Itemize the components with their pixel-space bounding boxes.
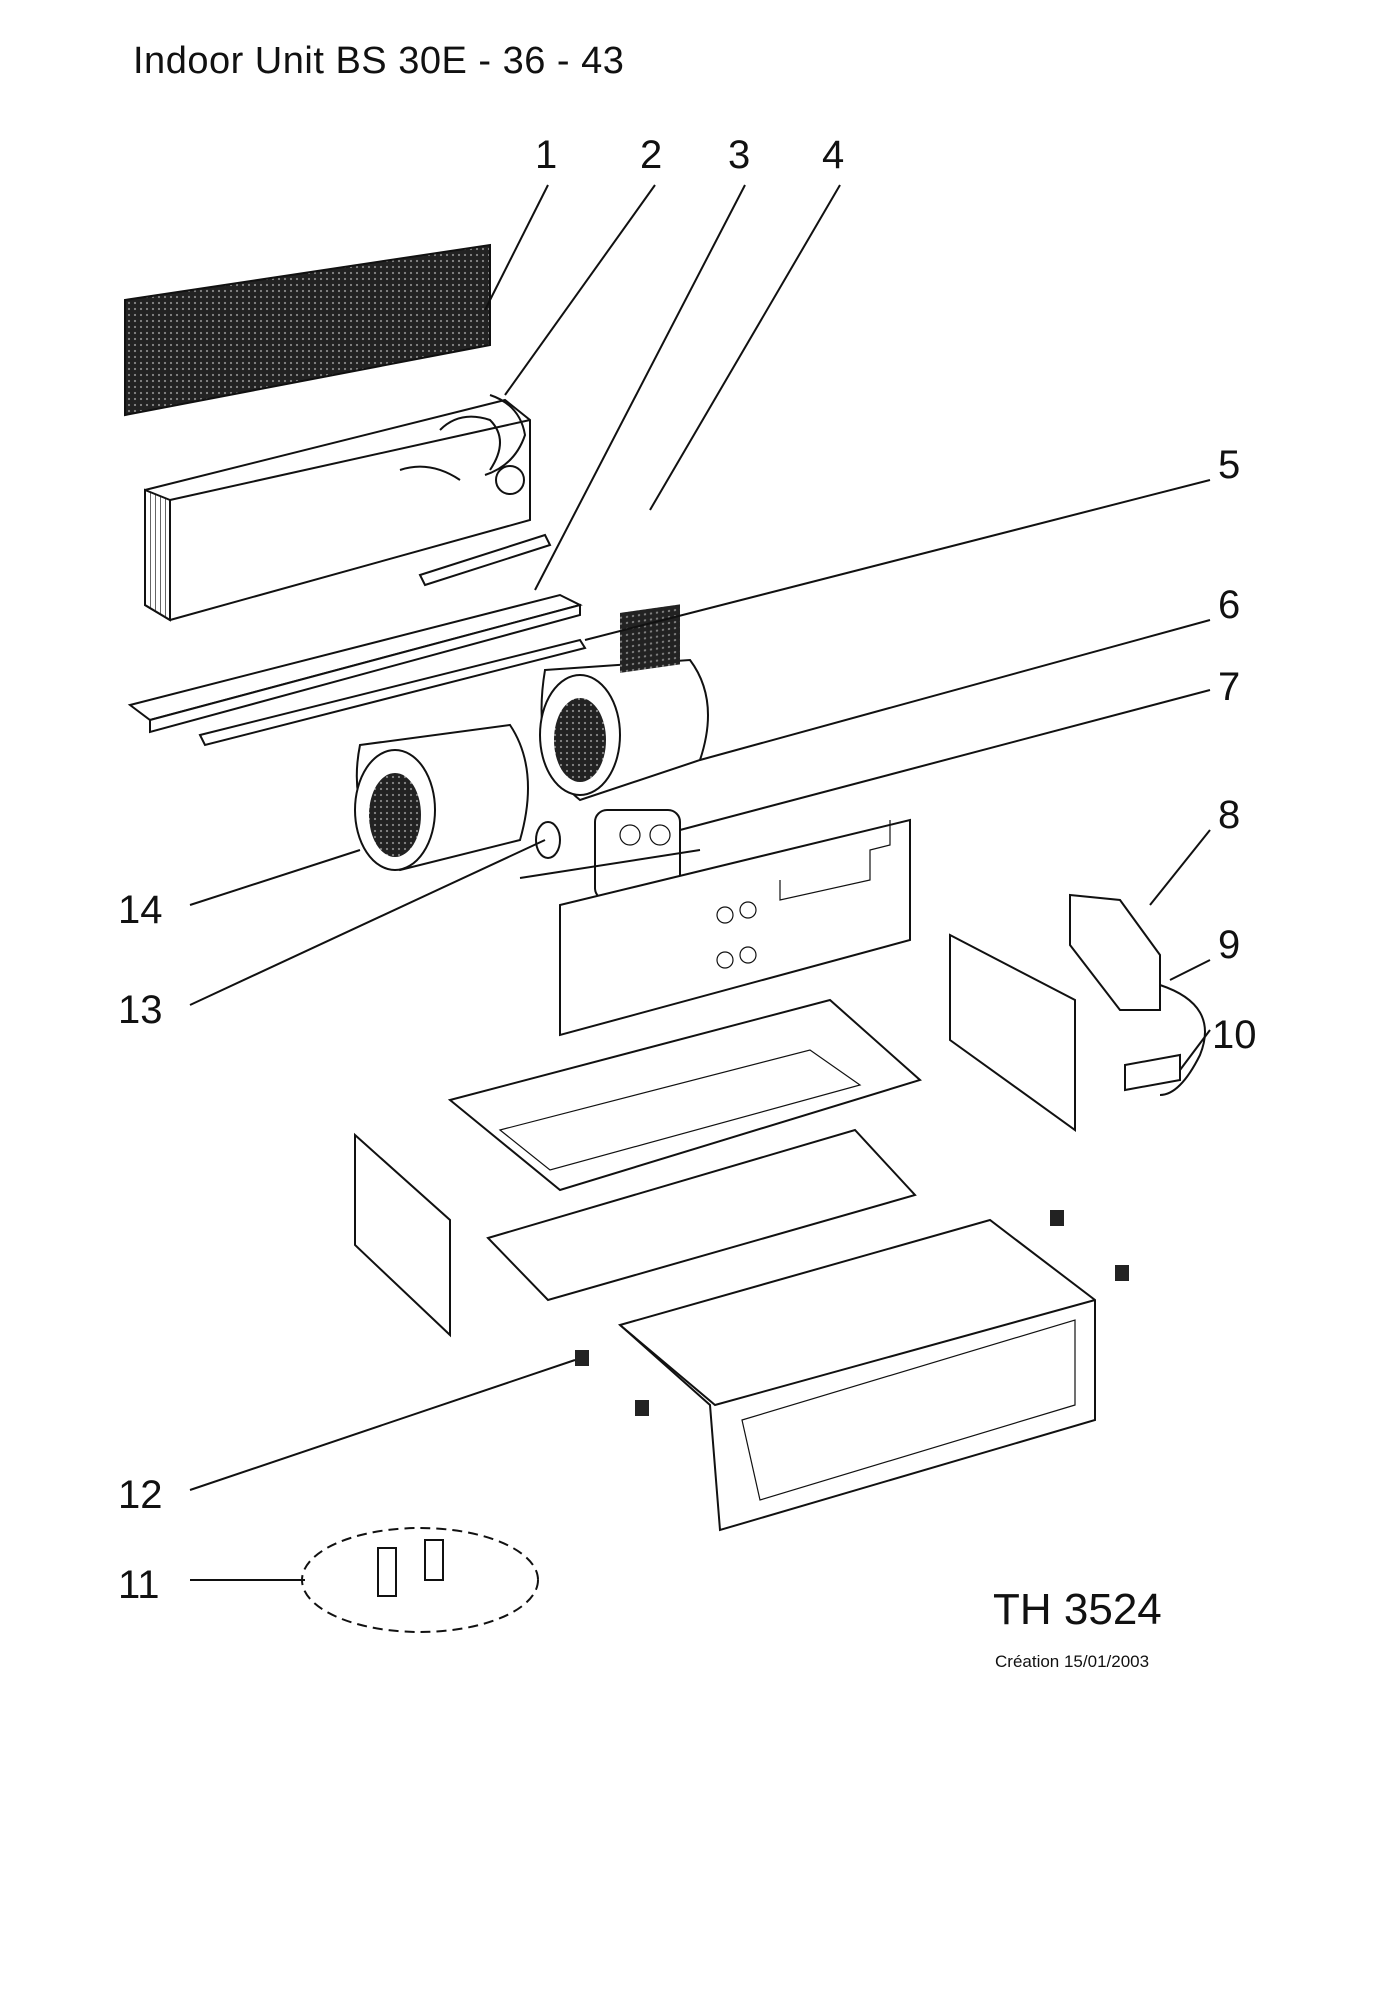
side-panel-left bbox=[354, 1132, 451, 1338]
callout-8: 8 bbox=[1218, 793, 1240, 837]
callout-14: 14 bbox=[118, 888, 163, 932]
callout-9: 9 bbox=[1218, 923, 1240, 967]
callout-7: 7 bbox=[1218, 665, 1240, 709]
electrical-box bbox=[1069, 893, 1161, 1011]
coil-bracket bbox=[418, 533, 552, 587]
fixing-clips bbox=[575, 1210, 1129, 1416]
temperature-sensor bbox=[1124, 1053, 1181, 1092]
leader-lines bbox=[189, 184, 1211, 1581]
creation-date: Création 15/01/2003 bbox=[995, 1652, 1150, 1671]
callout-3: 3 bbox=[728, 133, 750, 177]
support-rail bbox=[198, 638, 587, 747]
sensor-cable bbox=[1159, 984, 1206, 1096]
front-casing bbox=[617, 1218, 1096, 1532]
callout-6: 6 bbox=[1218, 583, 1240, 627]
callout-11: 11 bbox=[118, 1563, 160, 1607]
drawing-reference: TH 3524 bbox=[993, 1585, 1162, 1634]
bottom-panel bbox=[486, 1128, 917, 1302]
accessory-kit bbox=[301, 1527, 539, 1633]
motor-mounting-plate bbox=[559, 818, 911, 1037]
shaft-coupling bbox=[535, 821, 561, 859]
callout-10: 10 bbox=[1212, 1013, 1257, 1057]
callout-4: 4 bbox=[822, 133, 844, 177]
diagram-title: Indoor Unit BS 30E - 36 - 43 bbox=[133, 40, 625, 82]
callout-1: 1 bbox=[535, 133, 557, 177]
callout-2: 2 bbox=[640, 133, 662, 177]
callout-5: 5 bbox=[1218, 443, 1240, 487]
blower-housing-right bbox=[539, 604, 709, 802]
callout-13: 13 bbox=[118, 988, 163, 1032]
callout-12: 12 bbox=[118, 1473, 163, 1517]
blower-housing-left bbox=[354, 723, 529, 872]
base-frame bbox=[447, 998, 922, 1192]
side-panel-right bbox=[949, 933, 1076, 1132]
heat-exchanger bbox=[144, 394, 531, 622]
air-filter bbox=[124, 243, 491, 417]
drain-pan bbox=[127, 593, 583, 734]
